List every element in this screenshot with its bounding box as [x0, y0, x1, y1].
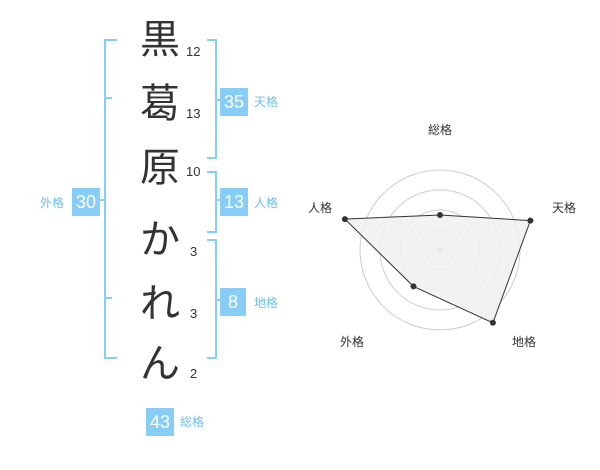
radar-label-right: 天格 [552, 200, 576, 215]
name-char-5: れ [140, 281, 180, 327]
stroke-count-6: 2 [190, 366, 198, 381]
radar-label-left: 人格 [308, 200, 332, 215]
gaikaku-value: 30 [72, 188, 100, 216]
stroke-count-1: 12 [186, 44, 201, 59]
radar-point-gaikaku [410, 283, 417, 290]
chikaku-label: 地格 [254, 296, 279, 310]
radar-label-bottom-left: 外格 [340, 334, 364, 349]
chikaku-value: 8 [220, 288, 246, 316]
name-char-4: か [140, 217, 180, 263]
name-char-1: 黒 [140, 17, 180, 63]
radar-label-bottom-right: 地格 [512, 334, 536, 349]
radar-label-top: 総格 [428, 122, 452, 137]
soukaku-label: 総格 [180, 415, 205, 429]
tenkaku-value: 35 [220, 88, 248, 116]
radar-polygon [343, 214, 532, 324]
radar-point-tenkaku [527, 217, 534, 224]
name-char-2: 葛 [140, 81, 180, 127]
stroke-count-2: 13 [186, 106, 201, 121]
stroke-count-4: 3 [190, 244, 198, 259]
stroke-count-5: 3 [190, 306, 198, 321]
name-char-6: ん [140, 341, 180, 387]
tenkaku-label: 天格 [254, 95, 279, 109]
jinkaku-value: 13 [220, 188, 248, 216]
gaikaku-label: 外格 [40, 196, 65, 210]
soukaku-value: 43 [146, 408, 174, 436]
name-char-3: 原 [140, 145, 180, 191]
radar-chart: 総格 天格 人格 外格 地格 [308, 122, 576, 349]
stroke-count-3: 10 [186, 164, 201, 179]
jinkaku-label: 人格 [254, 196, 279, 210]
radar-point-jinkaku [341, 216, 348, 223]
radar-point-soukaku [437, 212, 443, 218]
radar-point-chikaku [489, 319, 496, 326]
